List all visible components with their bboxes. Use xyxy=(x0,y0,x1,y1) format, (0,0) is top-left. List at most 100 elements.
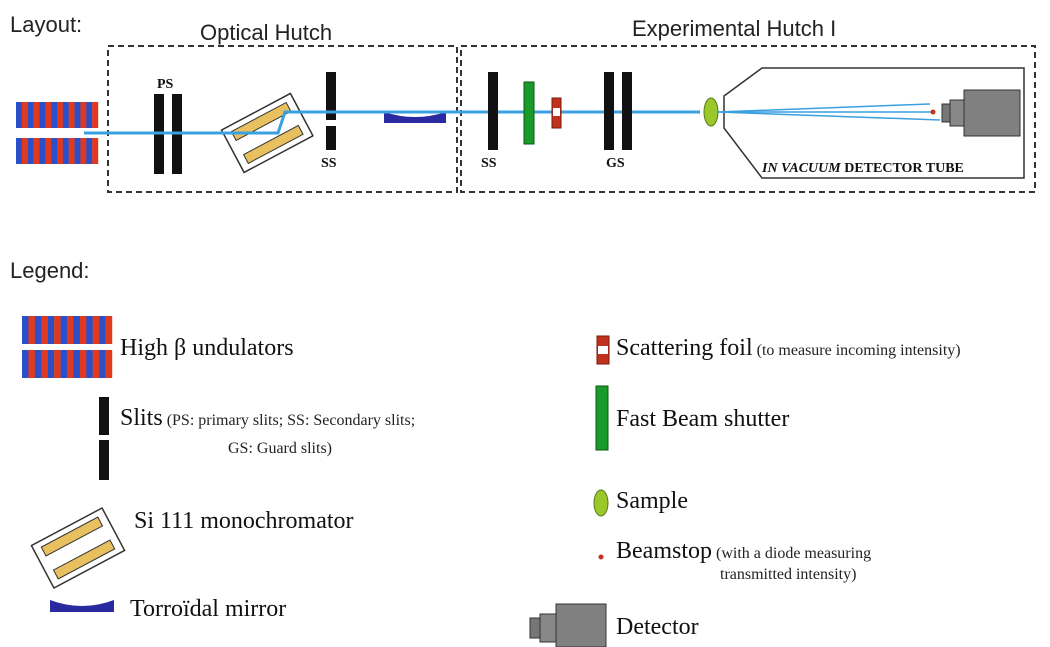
layout-title: Layout: xyxy=(10,12,83,37)
undulator-stripe xyxy=(16,102,23,128)
undulator-stripe xyxy=(28,350,36,378)
undulator-stripe xyxy=(62,102,69,128)
undulator-stripe xyxy=(47,316,55,344)
undulator-stripe xyxy=(67,350,74,378)
label-gs: GS xyxy=(606,156,625,171)
legend-slit-icon-bottom xyxy=(99,440,109,480)
undulator-stripe xyxy=(54,350,61,378)
undulator-stripe xyxy=(67,316,74,344)
undulator-stripe xyxy=(41,316,48,344)
undulator-stripe xyxy=(51,138,58,164)
undulator-stripe xyxy=(92,316,100,344)
legend-scattering-foil-label: Scattering foil (to measure incoming int… xyxy=(616,335,961,361)
optical-hutch-title: Optical Hutch xyxy=(200,20,333,45)
undulator-stripe xyxy=(57,102,64,128)
legend-title: Legend: xyxy=(10,258,90,283)
guard-slit-blade-1 xyxy=(604,72,614,150)
label-ps: PS xyxy=(157,77,174,92)
experimental-hutch-title: Experimental Hutch I xyxy=(632,16,837,41)
undulator-stripe xyxy=(28,316,36,344)
undulator-stripe xyxy=(92,350,100,378)
undulator-stripe xyxy=(80,102,87,128)
legend-slit-icon-top xyxy=(99,397,109,435)
detector-tube-outline xyxy=(723,67,1025,179)
undulator-stripe xyxy=(62,138,69,164)
undulator-stripe xyxy=(60,316,68,344)
beamstop-icon xyxy=(930,109,936,115)
detector-icon xyxy=(941,89,1021,137)
legend-undulator-icon xyxy=(22,316,113,378)
sample-icon xyxy=(703,97,719,127)
undulator-stripe xyxy=(68,138,75,164)
legend-monochromator-icon xyxy=(30,507,126,589)
undulator-stripe xyxy=(27,138,34,164)
legend-mirror-label: Torroïdal mirror xyxy=(130,596,287,622)
undulator-stripe xyxy=(105,316,113,344)
fast-beam-shutter-icon xyxy=(523,81,535,145)
label-ss-optical: SS xyxy=(321,156,337,171)
legend-sample-icon xyxy=(593,489,609,517)
undulator-stripe xyxy=(80,138,87,164)
legend-monochromator-label: Si 111 monochromator xyxy=(134,508,354,534)
undulator-stripe xyxy=(60,350,68,378)
undulator-stripe xyxy=(22,350,29,378)
beamline-layout-diagram: PS SS SS GS IN VACUUM DETECTOR TUBE xyxy=(16,45,1036,193)
toroidal-mirror-icon xyxy=(384,112,446,123)
undulator-stripe xyxy=(68,102,75,128)
undulator-stripe xyxy=(33,138,40,164)
legend-beamstop-icon xyxy=(598,554,604,560)
undulator-stripe xyxy=(21,138,28,164)
scattering-foil-icon xyxy=(551,97,562,129)
optical-hutch-box xyxy=(107,45,458,193)
undulator-stripe xyxy=(99,316,106,344)
undulator-stripe xyxy=(54,316,61,344)
undulator-stripe xyxy=(105,350,113,378)
undulator-stripe xyxy=(21,102,28,128)
undulator-stripe xyxy=(16,138,23,164)
legend-sample-label: Sample xyxy=(616,488,688,514)
undulator-stripe xyxy=(86,350,93,378)
undulator-stripe xyxy=(45,138,52,164)
legend-detector-icon xyxy=(529,603,607,647)
undulator-stripe xyxy=(41,350,48,378)
legend-beamstop-label: Beamstop (with a diode measuring xyxy=(616,538,872,564)
undulator-stripe xyxy=(47,350,55,378)
undulator-stripe xyxy=(74,138,81,164)
undulator-stripe xyxy=(99,350,106,378)
undulator-stripe xyxy=(22,316,29,344)
undulator-stripe xyxy=(92,102,99,128)
undulator-stripe xyxy=(45,102,52,128)
undulator-stripe xyxy=(39,138,46,164)
undulator-stripe xyxy=(57,138,64,164)
legend-mirror-icon xyxy=(50,600,114,612)
legend-slits-label: Slits (PS: primary slits; SS: Secondary … xyxy=(120,405,416,431)
undulator-stripe xyxy=(73,350,81,378)
undulator-stripe xyxy=(34,350,42,378)
undulator-stripe xyxy=(86,316,93,344)
undulator-stripe xyxy=(86,138,93,164)
secondary-slit-blade-bottom xyxy=(326,126,336,150)
legend-slits-note: GS: Guard slits) xyxy=(228,440,332,457)
legend-beamstop-note: transmitted intensity) xyxy=(720,566,857,583)
legend-shutter-label: Fast Beam shutter xyxy=(616,406,790,432)
detector-tube-label: IN VACUUM DETECTOR TUBE xyxy=(761,161,964,176)
undulator-stripe xyxy=(92,138,99,164)
label-ss-exp: SS xyxy=(481,156,497,171)
secondary-slit-blade-top xyxy=(326,72,336,120)
legend-shutter-icon xyxy=(595,385,609,451)
undulator-stripe xyxy=(33,102,40,128)
undulator-stripe xyxy=(39,102,46,128)
legend-detector-label: Detector xyxy=(616,614,699,640)
undulator-stripe xyxy=(34,316,42,344)
undulator-stripe xyxy=(86,102,93,128)
undulator-array-icon xyxy=(16,102,99,164)
legend-scattering-foil-icon xyxy=(596,335,610,365)
undulator-stripe xyxy=(79,350,87,378)
undulator-stripe xyxy=(27,102,34,128)
guard-slit-blade-2 xyxy=(622,72,632,150)
secondary-slit-exp-blade xyxy=(488,72,498,150)
undulator-stripe xyxy=(74,102,81,128)
undulator-stripe xyxy=(73,316,81,344)
undulator-stripe xyxy=(51,102,58,128)
undulator-stripe xyxy=(79,316,87,344)
